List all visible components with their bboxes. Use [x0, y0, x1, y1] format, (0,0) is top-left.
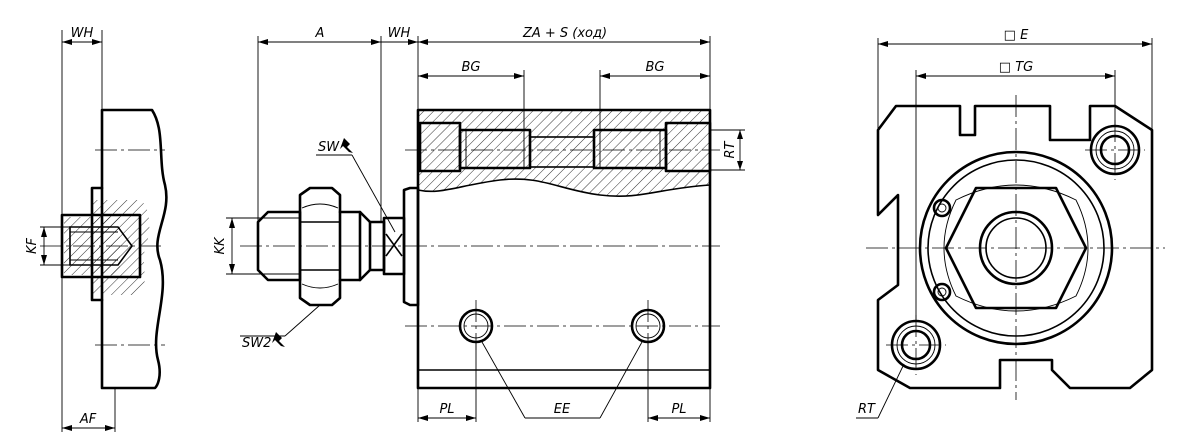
dim-pl-left: PL: [439, 402, 454, 417]
label-sw2: SW2: [242, 336, 271, 351]
dim-tg: □ TG: [999, 60, 1033, 75]
dim-e: □ E: [1004, 28, 1029, 43]
left-partial-view: WH AF KF: [25, 26, 168, 432]
rod-assembly: [256, 186, 420, 307]
wrench-icon-sw: [340, 138, 353, 153]
dim-a: A: [315, 26, 325, 41]
rod-nut: [298, 186, 342, 307]
front-plate-outline: [876, 104, 1154, 390]
dim-af: AF: [79, 412, 97, 427]
drill-point: [69, 226, 133, 266]
dim-wh-mid: WH: [388, 26, 411, 41]
dim-kf: KF: [25, 237, 40, 254]
dim-bg-right: BG: [646, 60, 665, 75]
label-ee: EE: [554, 402, 571, 417]
label-rt-front: RT: [858, 402, 876, 417]
partial-body-outline: [100, 108, 168, 390]
dim-bg-left: BG: [462, 60, 481, 75]
front-flange: [402, 186, 420, 307]
dim-kk: KK: [213, 236, 228, 255]
dim-za-s: ZA + S (ход): [522, 26, 607, 41]
front-view: [866, 95, 1165, 400]
dim-wh-left: WH: [71, 26, 94, 41]
cylinder-side-view: [405, 108, 720, 390]
cylinder-body-outline: [416, 108, 712, 390]
label-sw: SW: [318, 140, 340, 155]
dim-rt-side: RT: [723, 140, 738, 158]
dim-pl-right: PL: [671, 402, 686, 417]
cylinder-section-hatch: [418, 110, 710, 197]
wrench-icon-sw2: [272, 332, 285, 347]
rod-shaft: [338, 210, 372, 282]
